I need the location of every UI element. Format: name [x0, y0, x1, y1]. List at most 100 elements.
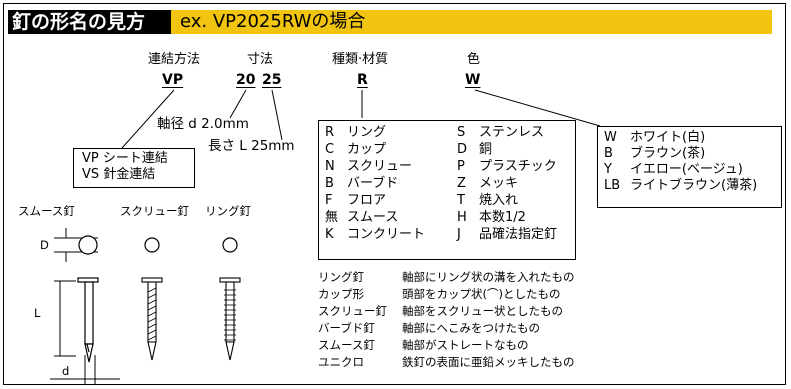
type-code: C [325, 142, 335, 157]
type-label: 焼入れ [479, 193, 519, 208]
type-material-item: J 品確法指定釘 [457, 227, 575, 242]
example-subtitle: ex. VP2025RWの場合 [180, 11, 366, 32]
type-label: メッキ [479, 176, 519, 191]
code-r: R [357, 72, 368, 88]
description-term: リング釘 [318, 270, 364, 284]
type-label: 銅 [479, 142, 493, 157]
description-text: 軸部がストレートなもの [402, 338, 529, 352]
color-item: Y イエロー(ベージュ) [604, 162, 775, 178]
header-connection: 連結方法 [148, 52, 201, 67]
connection-item: VP シート連結 [82, 151, 168, 166]
length-note: 長さ L 25mm [208, 138, 295, 154]
page-title: 釘の形名の見方 [12, 11, 146, 33]
diameter-note: 軸径 d 2.0mm [157, 116, 249, 132]
description-text: 頭部をカップ状(⌒)としたもの [402, 287, 561, 301]
description-text: 軸部をスクリュー状としたもの [402, 304, 563, 318]
nail-label-smooth: スムース釘 [18, 204, 75, 218]
nail-label-screw: スクリュー釘 [120, 204, 189, 218]
description-table: リング釘軸部にリング状の溝を入れたものカップ形頭部をカップ状(⌒)としたものスク… [318, 270, 702, 369]
code-20: 20 [236, 72, 256, 88]
type-code: D [457, 142, 468, 157]
type-label: 本数1/2 [479, 210, 526, 225]
color-code: B [604, 146, 613, 161]
type-material-item: K コンクリート [325, 227, 457, 242]
type-material-item: H 本数1/2 [457, 210, 575, 225]
color-code: W [604, 130, 617, 145]
type-code: K [325, 227, 334, 242]
line-w-to-color [474, 89, 601, 127]
connection-item: VS 針金連結 [82, 167, 156, 182]
smooth-nail-drawing [77, 277, 99, 363]
description-term: バーブド釘 [318, 321, 375, 335]
description-text: 軸部にへこみをつけたもの [402, 321, 540, 335]
code-25: 25 [262, 72, 282, 88]
color-item: B ブラウン(茶) [604, 146, 775, 162]
ring-head-view [222, 237, 238, 253]
type-code: B [325, 176, 334, 191]
code-w: W [465, 72, 481, 88]
type-label: コンクリート [347, 227, 426, 242]
dim-label-d: d [62, 364, 70, 378]
color-label: イエロー(ベージュ) [630, 162, 743, 177]
header-type-material: 種類·材質 [332, 52, 389, 67]
description-term: カップ形 [318, 287, 364, 301]
type-label: プラスチック [479, 159, 557, 174]
dim-label-L: L [34, 306, 41, 320]
type-material-item: T 焼入れ [457, 193, 575, 208]
description-text: 鉄釘の表面に亜鉛メッキしたもの [402, 355, 575, 369]
color-code: LB [604, 178, 621, 193]
line-25-to-length [271, 89, 283, 141]
type-label: フロア [347, 193, 387, 208]
ring-nail-drawing [219, 277, 241, 361]
type-code: H [457, 210, 467, 225]
header-color: 色 [467, 52, 481, 67]
type-label: 品確法指定釘 [479, 227, 558, 242]
nail-label-ring: リング釘 [205, 204, 251, 218]
screw-nail-drawing [141, 277, 163, 361]
description-term: ユニクロ [318, 355, 364, 369]
type-code: 無 [325, 210, 339, 225]
type-label: スムース [347, 210, 399, 225]
type-label: バーブド [347, 176, 399, 191]
screw-head-view [144, 237, 160, 253]
description-text: 軸部にリング状の溝を入れたもの [402, 270, 575, 284]
line-20-to-diameter [229, 89, 247, 119]
type-material-item: 無スムース [325, 210, 457, 225]
code-vp: VP [162, 72, 184, 88]
line-vp-to-connection [121, 89, 175, 149]
type-code: Z [457, 176, 466, 191]
type-code: R [325, 125, 335, 140]
type-material-item: Z メッキ [457, 176, 575, 191]
title-black-block [8, 10, 171, 34]
type-code: P [457, 159, 465, 174]
connection-box: VP シート連結 VS 針金連結 [73, 148, 195, 188]
dim-label-D: D [40, 238, 49, 252]
color-item: W ホワイト(白) [604, 130, 775, 146]
header-size: 寸法 [247, 52, 274, 67]
type-material-item: S ステンレス [457, 125, 575, 140]
color-code: Y [604, 162, 612, 177]
type-code: S [457, 125, 466, 140]
type-material-item: B バーブド [325, 176, 457, 191]
smooth-head-view [78, 235, 98, 255]
color-label: ホワイト(白) [630, 130, 706, 145]
type-label: カップ [347, 142, 387, 157]
description-term: スムース釘 [318, 338, 375, 352]
type-label: ステンレス [479, 125, 545, 140]
type-code: T [457, 193, 465, 208]
type-code: N [325, 159, 335, 174]
type-material-item: C カップ [325, 142, 457, 157]
color-label: ブラウン(茶) [630, 146, 706, 161]
type-code: J [457, 227, 461, 242]
